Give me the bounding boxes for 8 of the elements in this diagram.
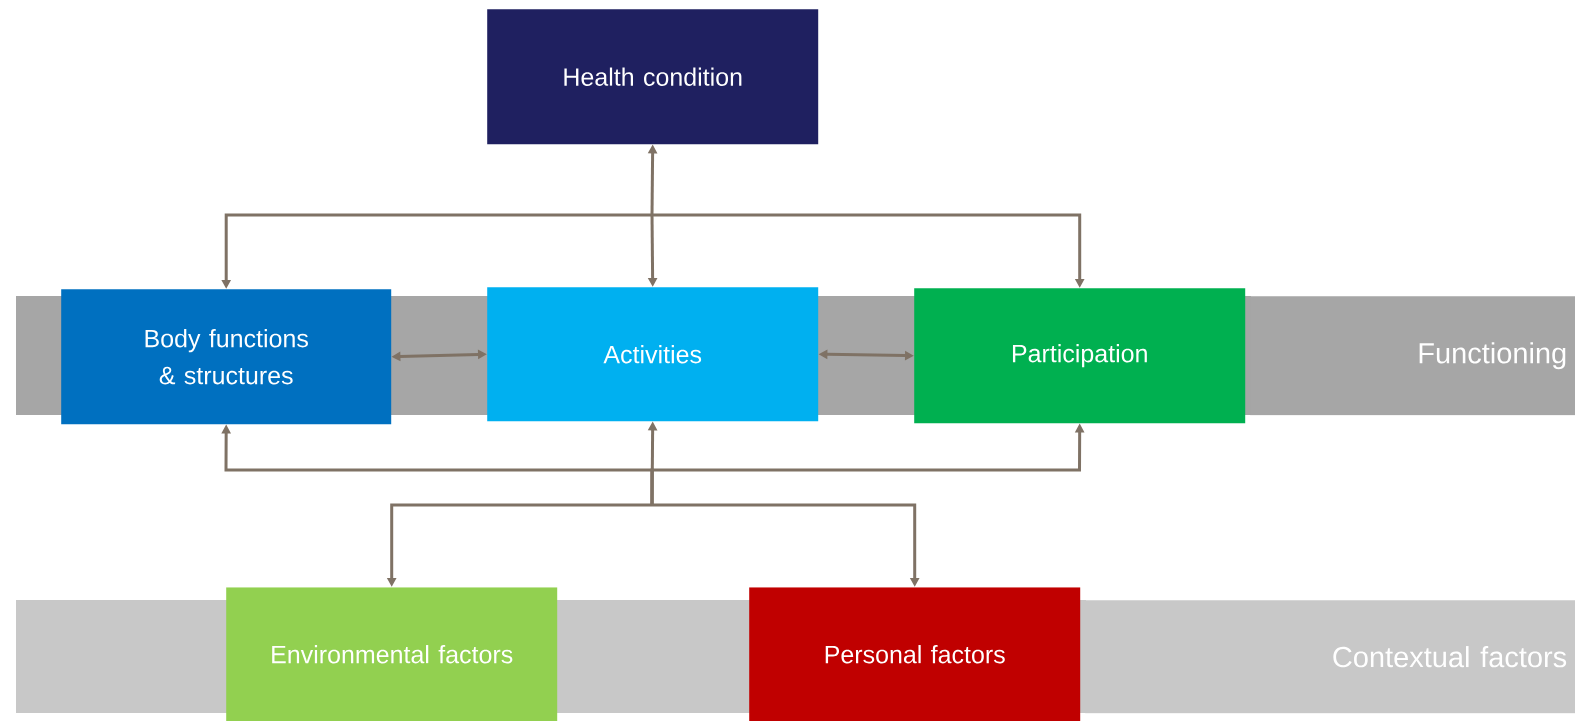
category-box: Body functions & structures bbox=[61, 289, 392, 425]
category-box: Environmental factors bbox=[226, 587, 558, 721]
category-box: Personal factors bbox=[749, 587, 1081, 721]
category-box: Participation bbox=[914, 288, 1246, 424]
band: Functioning bbox=[1250, 296, 1575, 416]
category-box: Health condition bbox=[487, 9, 819, 145]
node-label: Functioning bbox=[1419, 342, 1566, 370]
category-box: Activities bbox=[487, 287, 819, 422]
